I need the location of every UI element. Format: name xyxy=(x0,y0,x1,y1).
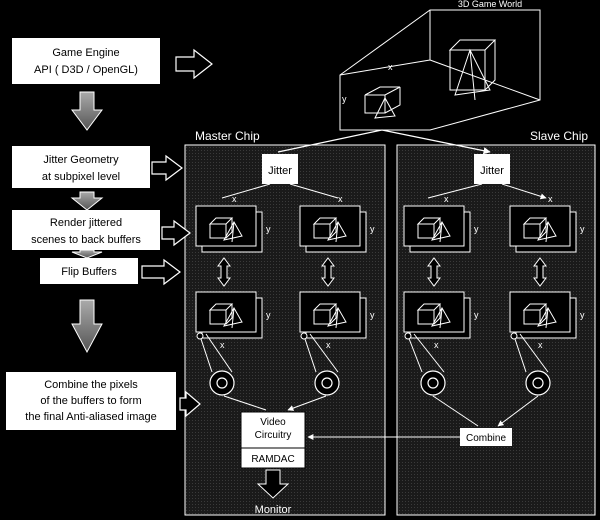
step-flip: Flip Buffers xyxy=(40,258,138,284)
axis-y-label: y xyxy=(474,224,479,234)
video-line1: Video xyxy=(260,417,286,428)
axis-y-label: y xyxy=(580,224,585,234)
buffer-axis-labels: x x x x y y y y x x x x y y y y xyxy=(220,194,585,350)
pixel-zoom-lines xyxy=(199,333,549,373)
step-combine: Combine the pixels of the buffers to for… xyxy=(6,372,176,430)
master-jitter-label: Jitter xyxy=(268,165,292,177)
video-circuitry-box: Video Circuitry RAMDAC xyxy=(240,411,306,469)
step-render-line2: scenes to back buffers xyxy=(31,234,141,246)
step-render-line1: Render jittered xyxy=(50,217,122,229)
step-engine-line1: Game Engine xyxy=(52,47,119,59)
game-world: 3D Game World x y xyxy=(339,0,541,131)
axis-y-label: y xyxy=(370,224,375,234)
step-combine-line1: Combine the pixels xyxy=(44,379,138,391)
step-jitter-geometry: Jitter Geometry at subpixel level xyxy=(12,146,150,188)
axis-x-label: x xyxy=(220,340,225,350)
slave-combine-label: Combine xyxy=(466,433,506,444)
axis-x-label: x xyxy=(444,194,449,204)
axis-x-label: x xyxy=(338,194,343,204)
axis-x-label: x xyxy=(538,340,543,350)
flow-arrows-right xyxy=(141,48,213,418)
axis-y-label: y xyxy=(266,224,271,234)
step-flip-label: Flip Buffers xyxy=(61,266,117,278)
step-jitter-line2: at subpixel level xyxy=(42,171,120,183)
slave-combine-box xyxy=(460,428,512,446)
axis-x-label: x xyxy=(548,194,553,204)
step-render: Render jittered scenes to back buffers xyxy=(12,210,160,250)
slave-chip-title: Slave Chip xyxy=(530,129,588,143)
slave-jitter-box xyxy=(474,154,510,184)
axis-y-label: y xyxy=(580,310,585,320)
monitor-label: Monitor xyxy=(255,504,292,516)
world-to-jitter-arrows xyxy=(277,129,490,152)
axis-x-label: x xyxy=(232,194,237,204)
slave-jitter-label: Jitter xyxy=(480,165,504,177)
flip-arrows xyxy=(217,257,547,287)
axis-x-label: x xyxy=(434,340,439,350)
jitter-split-arrows xyxy=(221,183,546,198)
buffer-sample-dots xyxy=(196,332,518,340)
step-combine-line2: of the buffers to form xyxy=(40,395,141,407)
step-jitter-line1: Jitter Geometry xyxy=(43,154,119,166)
axis-y-label: y xyxy=(370,310,375,320)
master-jitter-box xyxy=(262,154,298,184)
slave-combine-arrows xyxy=(432,395,539,426)
world-title: 3D Game World xyxy=(458,0,522,9)
video-line2: Circuitry xyxy=(255,430,292,441)
master-combine-arrows xyxy=(223,395,327,410)
step-combine-line3: the final Anti-aliased image xyxy=(25,411,156,423)
flow-arrows-down xyxy=(70,91,104,354)
axis-y-label: y xyxy=(474,310,479,320)
world-x-label: x xyxy=(388,62,393,72)
ramdac-label: RAMDAC xyxy=(251,454,294,465)
master-chip-title: Master Chip xyxy=(195,129,260,143)
step-engine-line2: API ( D3D / OpenGL) xyxy=(34,64,138,76)
step-game-engine: Game Engine API ( D3D / OpenGL) xyxy=(12,38,160,84)
axis-y-label: y xyxy=(266,310,271,320)
axis-x-label: x xyxy=(326,340,331,350)
world-y-label: y xyxy=(342,94,347,104)
monitor-arrow xyxy=(256,469,290,499)
